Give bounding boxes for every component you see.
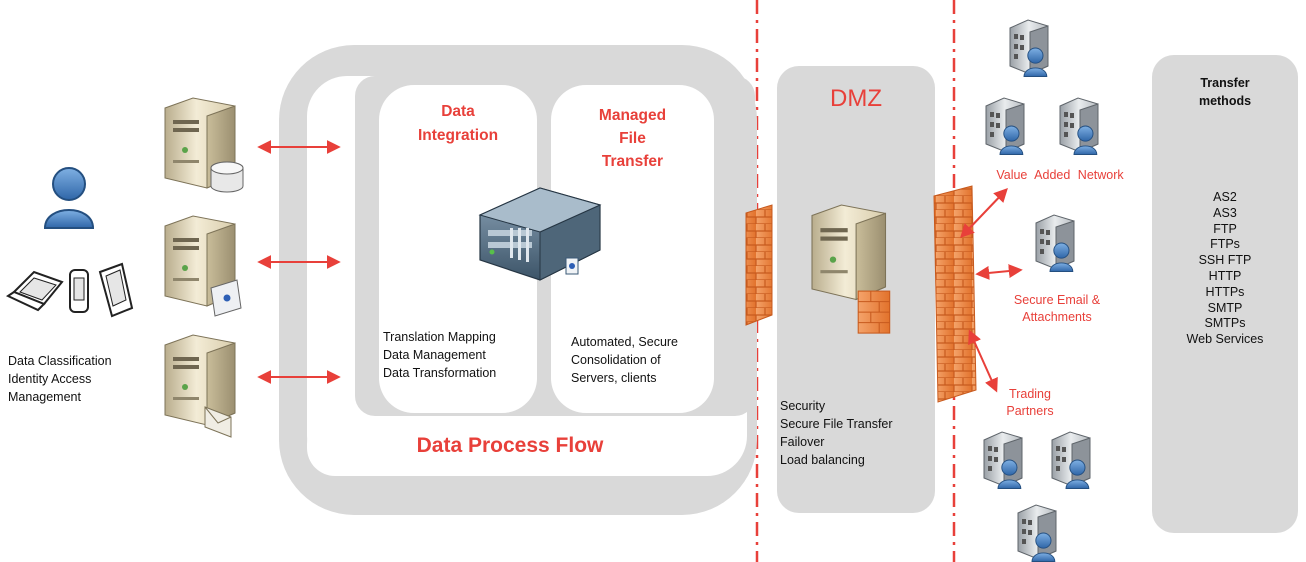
transfer-method: SSH FTP (1198, 253, 1252, 268)
mail-server-icon (164, 334, 236, 438)
building-user-icon (983, 431, 1023, 489)
phone-icon (69, 269, 89, 313)
secure-email-line: Secure Email & (1013, 293, 1101, 307)
mft-line: Servers, clients (571, 371, 657, 385)
data-integration-line: Data Transformation (383, 366, 497, 380)
dmz-server-icon (811, 204, 891, 334)
building-user-icon (1035, 214, 1075, 272)
building-user-icon (1059, 97, 1099, 155)
transfer-method: HTTPs (1205, 284, 1245, 299)
transfer-method: AS3 (1213, 205, 1237, 220)
mft-line: Automated, Secure (571, 335, 679, 349)
transfer-methods-list: AS2 AS3 FTP FTPs SSH FTP HTTP HTTPs SMTP… (1152, 190, 1298, 348)
dmz-line: Failover (780, 435, 825, 449)
transfer-method: SMTP (1207, 300, 1243, 315)
tablet-icon (98, 262, 134, 318)
transfer-title-line: Transfer (1200, 76, 1250, 90)
building-user-icon (985, 97, 1025, 155)
dmz-line: Security (780, 399, 826, 413)
secure-email-line: Attachments (1022, 310, 1092, 324)
user-icon (44, 167, 94, 229)
left-line: Data Classification (8, 354, 112, 368)
left-description: Data Classification Identity Access Mana… (8, 352, 158, 406)
application-server-icon (164, 215, 242, 317)
data-integration-line: Data Management (383, 348, 486, 362)
dmz-description: Security Secure File Transfer Failover L… (780, 397, 932, 469)
transfer-title-line: methods (1198, 94, 1252, 108)
building-user-icon (1051, 431, 1091, 489)
mft-line: Consolidation of (571, 353, 661, 367)
value-added-network-label: Value Added Network (996, 168, 1124, 182)
transfer-methods-title: Transfer methods (1152, 74, 1298, 110)
laptop-icon (5, 270, 64, 312)
transfer-method: FTPs (1210, 237, 1240, 252)
managed-file-transfer-description: Automated, Secure Consolidation of Serve… (571, 333, 711, 387)
managed-file-transfer-title: Managed File Transfer (551, 104, 714, 173)
mft-title-line: Managed (598, 107, 667, 124)
building-user-icon (1017, 504, 1057, 562)
data-integration-title-line: Integration (417, 127, 499, 144)
database-server-icon (164, 97, 244, 193)
transfer-method: Web Services (1186, 332, 1264, 347)
trading-partners-label: Trading Partners (1000, 386, 1060, 420)
left-line: Management (8, 390, 81, 404)
rack-server-icon (478, 187, 602, 281)
secure-email-label: Secure Email & Attachments (1002, 292, 1112, 326)
transfer-method: HTTP (1208, 268, 1242, 283)
data-integration-line: Translation Mapping (383, 330, 496, 344)
arrow-trading-partners (968, 329, 998, 393)
arrow-value-added-network (960, 187, 1008, 239)
firewall-right-icon (933, 185, 977, 403)
transfer-methods-panel (1152, 55, 1298, 533)
transfer-method: FTP (1213, 221, 1237, 236)
trading-partners-line: Partners (1006, 404, 1054, 418)
transfer-method: AS2 (1213, 190, 1237, 204)
dmz-title: DMZ (830, 85, 882, 112)
data-integration-description: Translation Mapping Data Management Data… (383, 328, 533, 382)
dmz-line: Load balancing (780, 453, 865, 467)
building-user-icon (1009, 19, 1049, 77)
dmz-line: Secure File Transfer (780, 417, 893, 431)
data-integration-title: Data Integration (379, 100, 537, 148)
data-integration-title-line: Data (441, 103, 475, 120)
transfer-method: SMTPs (1204, 316, 1246, 331)
flow-label-band (307, 416, 712, 476)
mft-title-line: Transfer (601, 153, 664, 170)
mft-title-line: File (619, 130, 646, 147)
left-line: Identity Access (8, 372, 92, 386)
data-integration-panel (379, 85, 537, 413)
data-process-flow-label: Data Process Flow (416, 434, 604, 457)
managed-file-transfer-panel (551, 85, 714, 413)
arrow-secure-email (975, 264, 1023, 280)
trading-partners-line: Trading (1009, 387, 1051, 401)
firewall-left-icon (745, 204, 773, 326)
